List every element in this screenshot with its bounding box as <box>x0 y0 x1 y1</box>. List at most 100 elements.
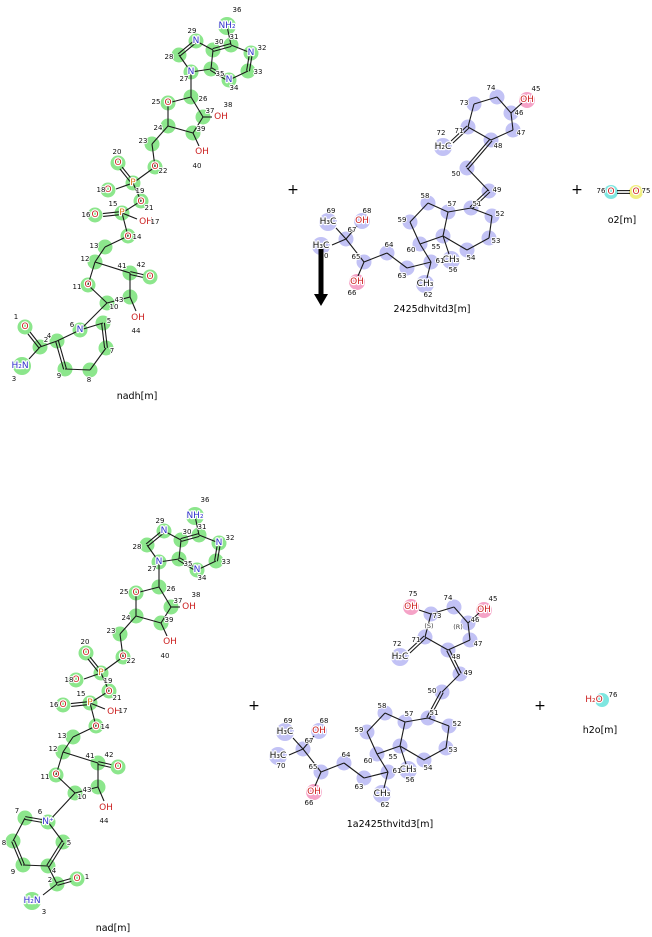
molecule-label-o2: o2[m] <box>608 215 637 226</box>
atom-label: H₂N <box>11 361 28 371</box>
bond <box>345 225 358 240</box>
atom-label: OH <box>107 707 121 717</box>
atom-number: 30 <box>183 528 192 536</box>
atom-label: OH <box>307 787 321 797</box>
bond <box>79 322 104 331</box>
atom-label: H₂C <box>435 142 452 152</box>
bond <box>409 221 421 245</box>
atom-label: O <box>105 687 112 697</box>
bond <box>248 53 253 72</box>
bond <box>467 126 492 141</box>
bond <box>97 786 105 802</box>
bond <box>102 211 122 215</box>
atom-label: O <box>607 187 614 197</box>
bond <box>426 261 432 279</box>
atom-highlight <box>476 602 492 618</box>
atom-number: 65 <box>309 763 318 771</box>
atom-number: 11 <box>41 773 50 781</box>
bond <box>447 207 472 213</box>
bond <box>106 296 131 304</box>
bond <box>488 215 493 239</box>
bond <box>89 702 97 727</box>
atom-label: OH <box>131 313 145 323</box>
atom-number: 64 <box>342 751 351 759</box>
atom-number: 58 <box>421 192 430 200</box>
bond <box>196 560 217 571</box>
atom-number: 68 <box>363 207 372 215</box>
atom-highlight <box>416 275 434 293</box>
atom-label: OH <box>404 602 418 612</box>
atom-highlight <box>55 697 71 713</box>
atom-label: O <box>114 158 121 168</box>
bond <box>100 672 110 692</box>
atom-number: 67 <box>305 737 314 745</box>
atom-label: N <box>156 557 163 567</box>
atom-number: 19 <box>136 187 145 195</box>
atom-highlight <box>354 213 370 229</box>
bond <box>147 531 166 547</box>
atom-number: 6 <box>70 321 75 329</box>
bond <box>47 865 58 885</box>
atom-number: 27 <box>180 75 189 83</box>
atom-number: 50 <box>452 170 461 178</box>
atom-number: 46 <box>515 109 524 117</box>
atom-number: 20 <box>81 638 90 646</box>
atom-number: 38 <box>224 101 233 109</box>
atom-number: 35 <box>216 70 225 78</box>
atom-highlight <box>595 693 609 707</box>
bond <box>39 340 58 348</box>
bond <box>426 691 442 718</box>
bond <box>442 235 468 251</box>
bond <box>178 539 182 560</box>
bond <box>160 606 172 624</box>
bond <box>399 745 425 761</box>
atom-label: O <box>119 652 126 662</box>
bond <box>406 261 432 269</box>
atom-label: NH₂ <box>186 511 204 521</box>
bond <box>103 213 123 217</box>
bond <box>194 515 200 536</box>
atom-label: O <box>82 648 89 658</box>
atom-label: OH <box>520 95 534 105</box>
atom-number: 44 <box>132 327 141 335</box>
bond <box>192 116 204 134</box>
atom-number: 40 <box>193 162 202 170</box>
atom-number: 31 <box>198 523 207 531</box>
plus-operator: + <box>534 698 546 714</box>
bond <box>74 786 99 794</box>
atom-number: 24 <box>122 614 131 622</box>
atom-number: 38 <box>192 591 201 599</box>
atom-number: 51 <box>430 709 439 717</box>
atom-number: 75 <box>642 187 651 195</box>
atom-number: 22 <box>159 167 168 175</box>
atom-number: 22 <box>127 657 136 665</box>
bond <box>178 54 192 73</box>
bond <box>163 530 182 541</box>
atom-label: N <box>188 67 195 77</box>
bond <box>465 138 491 168</box>
atom-number: 21 <box>113 694 122 702</box>
bond <box>423 747 447 761</box>
atom-number: 72 <box>437 129 446 137</box>
atom-highlight <box>110 155 126 171</box>
molecule-2425dhvitd3: OHH₂CCH₃CH₃OHOHH₃CH₃C4574737146474872504… <box>311 83 541 315</box>
atom-number: 50 <box>428 687 437 695</box>
bond <box>409 202 429 223</box>
atom-number: 27 <box>148 565 157 573</box>
atom-number: 34 <box>198 574 207 582</box>
atom-label: O <box>59 700 66 710</box>
atom-highlight <box>17 319 33 335</box>
atom-number: 16 <box>82 211 91 219</box>
atom-label: O <box>92 722 99 732</box>
bond <box>228 70 249 81</box>
atom-label: CH₃ <box>374 789 391 799</box>
atom-label: OH <box>139 217 153 227</box>
bond <box>151 143 156 168</box>
atom-label: O <box>21 322 28 332</box>
bond <box>71 703 91 707</box>
atom-label: OH <box>182 602 196 612</box>
atom-label: N <box>226 75 233 85</box>
atom-number: 67 <box>348 226 357 234</box>
atom-number: 59 <box>355 726 364 734</box>
